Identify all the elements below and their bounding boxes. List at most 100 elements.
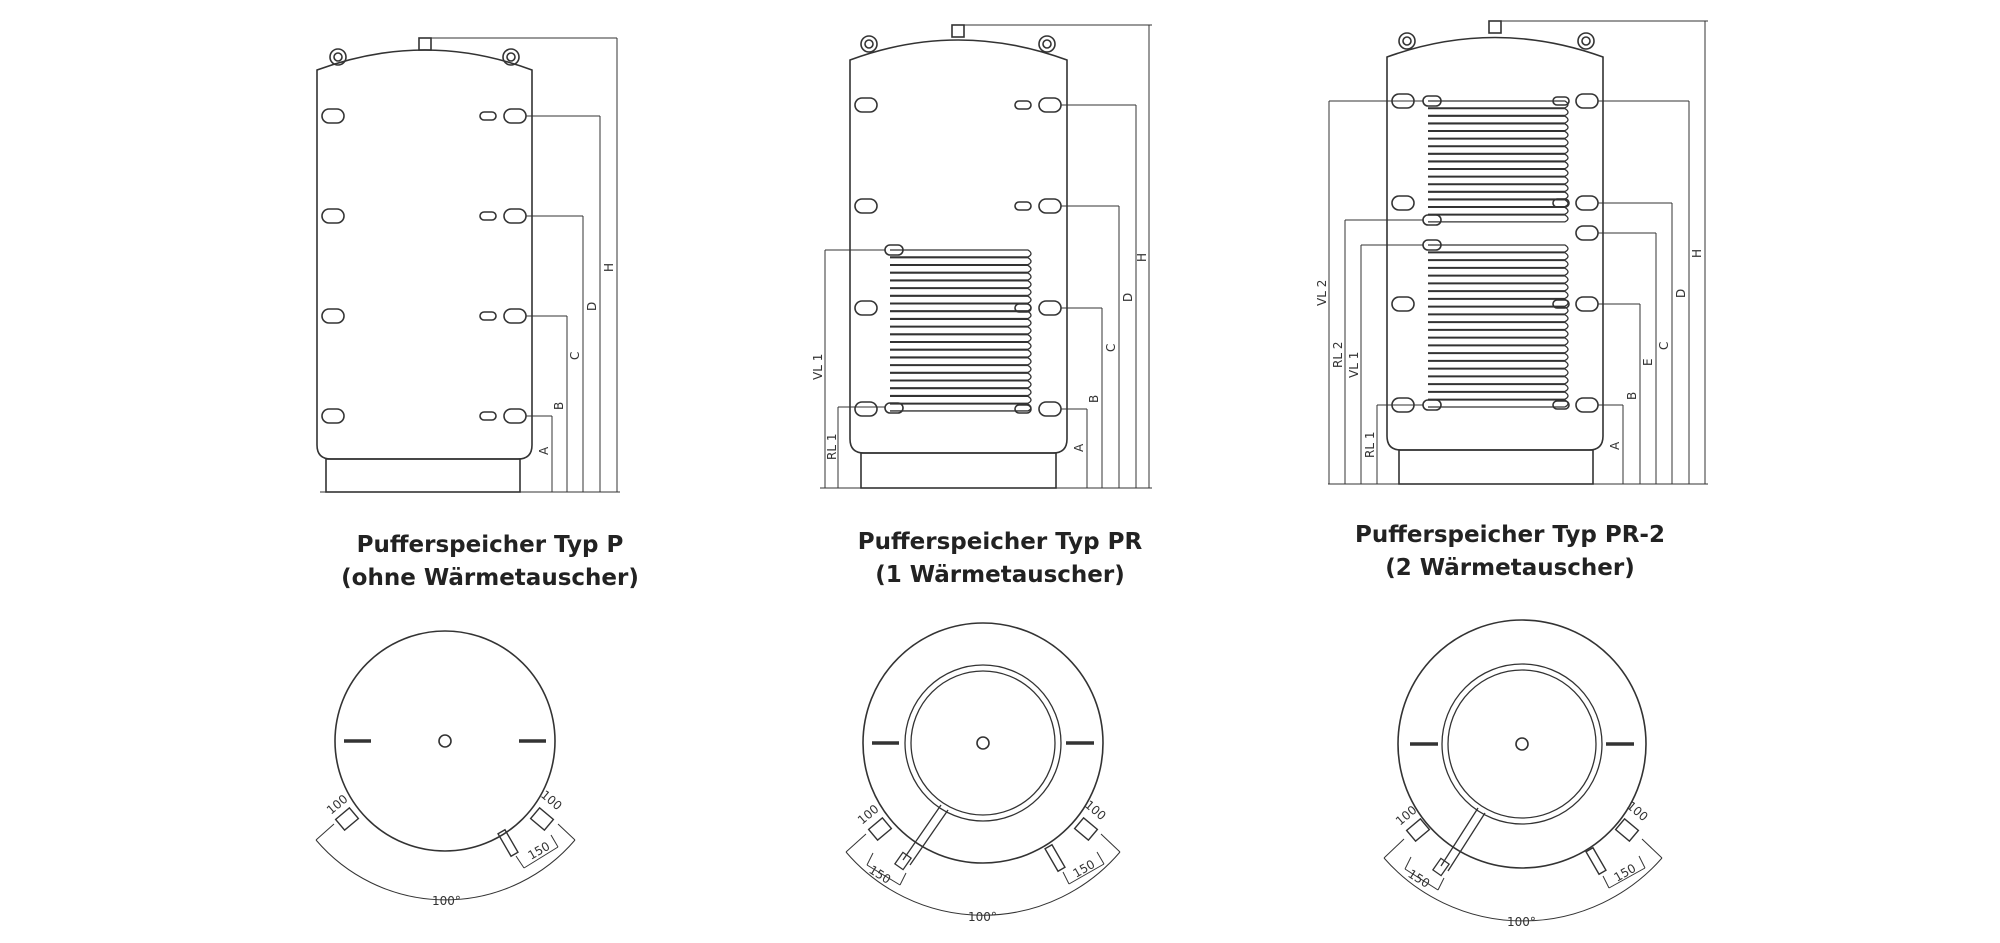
conn-label-rl1: RL 1: [825, 434, 839, 460]
heat-exchanger-coil-lower: [1428, 244, 1569, 408]
coil-turn: [1428, 183, 1569, 193]
coil-turn: [1428, 267, 1569, 276]
coil-turn: [1428, 206, 1569, 215]
coil-turn: [890, 310, 1032, 320]
coil-turn: [890, 303, 1032, 312]
coil-turn: [1428, 337, 1569, 346]
tank-p-title: Pufferspeicher Typ P: [356, 532, 624, 558]
dim-label-b: B: [1625, 392, 1639, 400]
coil-ring-outer: [904, 664, 1062, 822]
dim-label-e: E: [1641, 358, 1655, 366]
coil-turn: [1428, 145, 1569, 155]
tank-outline: [1397, 619, 1647, 869]
tank-p-subtitle: (ohne Wärmetauscher): [341, 565, 639, 591]
coil-turn: [1428, 360, 1569, 369]
coil-turn: [1428, 329, 1569, 338]
coil-turn: [890, 326, 1032, 335]
center-port: [438, 734, 452, 748]
dim-label-c: C: [1104, 344, 1118, 352]
lifting-lug-icon: [502, 48, 520, 66]
coil-turn: [1428, 314, 1569, 323]
tank-p-plan-labels: 100 100 150 100°: [324, 788, 565, 908]
coil-turn: [1428, 283, 1569, 292]
coil-turn: [1428, 176, 1569, 185]
coil-turn: [1428, 345, 1569, 354]
coil-turn: [1428, 252, 1569, 261]
tank-pr2-caption: Pufferspeicher Typ PR-2 (2 Wärmetauscher…: [1320, 519, 1700, 585]
tank-pr2-elevation: [1328, 20, 1708, 485]
tank-pr2-subtitle: (2 Wärmetauscher): [1385, 555, 1635, 581]
tank-body: [849, 39, 1068, 454]
coil-turn: [1428, 244, 1569, 253]
dim-label-h: H: [1690, 249, 1704, 258]
coil-turn: [890, 341, 1032, 350]
lifting-lug-icon: [1402, 36, 1412, 46]
dimension-lines: [820, 24, 1152, 489]
coil-turn: [890, 372, 1032, 381]
center-port: [976, 736, 990, 750]
coil-turn: [890, 249, 1032, 258]
tank-body: [316, 49, 533, 460]
conn-label-rl1: RL 1: [1363, 432, 1377, 458]
tank-pr2-title: Pufferspeicher Typ PR-2: [1355, 522, 1665, 548]
coil-turn: [890, 257, 1032, 266]
tank-p-dimension-labels: A B C D H: [537, 263, 616, 455]
angle-label: 100°: [432, 894, 461, 908]
tank-base: [325, 458, 521, 493]
coil-turn: [1428, 115, 1569, 124]
coil-turn: [1428, 214, 1569, 223]
conn-label-vl1: VL 1: [1347, 352, 1361, 378]
coil-turn: [1428, 138, 1569, 147]
coil-turn: [1428, 259, 1569, 269]
coil-turn: [890, 295, 1032, 304]
coil-turn: [890, 318, 1032, 327]
coil-turn: [1428, 306, 1569, 315]
coil-turn: [1428, 100, 1569, 109]
angle-label: 100°: [968, 910, 997, 924]
spacing-label: 100: [1624, 799, 1651, 824]
left-connections: [854, 97, 878, 417]
tank-pr-title: Pufferspeicher Typ PR: [857, 529, 1143, 555]
dim-label-c: C: [568, 352, 582, 360]
spacing-label: 100: [324, 792, 351, 817]
dim-label-b: B: [552, 402, 566, 410]
lifting-lug-icon: [333, 52, 343, 62]
tank-p-caption: Pufferspeicher Typ P (ohne Wärmetauscher…: [300, 529, 680, 595]
dimension-lines: [320, 37, 620, 493]
tank-pr-plan-view: [845, 622, 1121, 916]
tank-p-elevation: [316, 37, 620, 493]
coil-turn: [1428, 130, 1569, 139]
coil-turn: [1428, 399, 1569, 408]
coil-turn: [890, 357, 1032, 366]
dimension-lines: [1328, 20, 1708, 485]
center-port: [1515, 737, 1529, 751]
spacing-label: 100: [855, 802, 882, 827]
coil-turn: [1428, 191, 1569, 200]
coil-turn: [890, 403, 1032, 412]
lifting-lug-icon: [1042, 39, 1052, 49]
coil-turn: [890, 287, 1032, 297]
coil-turn: [1428, 376, 1569, 385]
coil-turn: [1428, 275, 1569, 284]
tank-pr2-dimension-labels: A B E C D H VL 2 RL 2 VL 1 RL 1: [1315, 249, 1704, 458]
coil-turn: [1428, 168, 1569, 177]
coil-turn: [890, 280, 1032, 289]
top-connection: [1488, 20, 1502, 34]
tank-outline: [862, 622, 1104, 864]
coil-turn: [890, 334, 1032, 343]
dim-label-d: D: [1674, 289, 1688, 298]
lifting-lug-icon: [860, 35, 878, 53]
tank-base: [860, 452, 1057, 489]
coil-turn: [1428, 161, 1569, 170]
lifting-lug-icon: [506, 52, 516, 62]
heat-exchanger-coil-upper: [1428, 100, 1569, 223]
dim-label-a: A: [537, 446, 551, 455]
coil-turn: [1428, 298, 1569, 307]
tank-body: [1386, 36, 1604, 451]
lifting-lug-icon: [1581, 36, 1591, 46]
lifting-lug-icon: [1398, 32, 1416, 50]
coil-turn: [1428, 107, 1569, 117]
coil-turn: [890, 264, 1032, 273]
lifting-lug-icon: [864, 39, 874, 49]
dim-label-h: H: [602, 263, 616, 272]
